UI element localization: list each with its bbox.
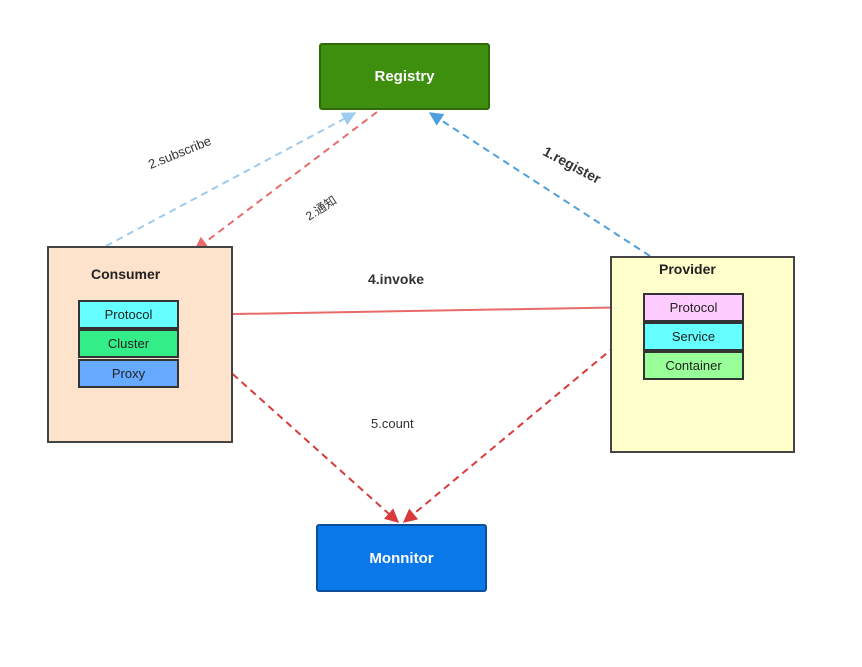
consumer-group[interactable]: Consumer Protocol Cluster Proxy [47,246,233,443]
provider-layer-container[interactable]: Container [643,351,744,380]
edge-label-count: 5.count [371,416,414,431]
provider-group[interactable]: Provider Protocol Service Container [610,256,795,453]
provider-layer-service[interactable]: Service [643,322,744,351]
monitor-node[interactable]: Monnitor [316,524,487,592]
provider-layer-protocol[interactable]: Protocol [643,293,744,322]
edge-register [428,112,651,257]
consumer-layer-proxy[interactable]: Proxy [78,359,179,388]
edge-label-invoke: 4.invoke [368,271,425,287]
consumer-title: Consumer [91,266,161,282]
consumer-layer-cluster[interactable]: Cluster [78,329,179,358]
provider-title: Provider [659,261,716,277]
consumer-layer-protocol[interactable]: Protocol [78,300,179,329]
registry-node[interactable]: Registry [319,43,490,110]
edge-count-provider [402,322,644,523]
edge-subscribe [105,112,357,247]
edge-invoke [178,300,644,316]
edge-notify [193,111,378,251]
